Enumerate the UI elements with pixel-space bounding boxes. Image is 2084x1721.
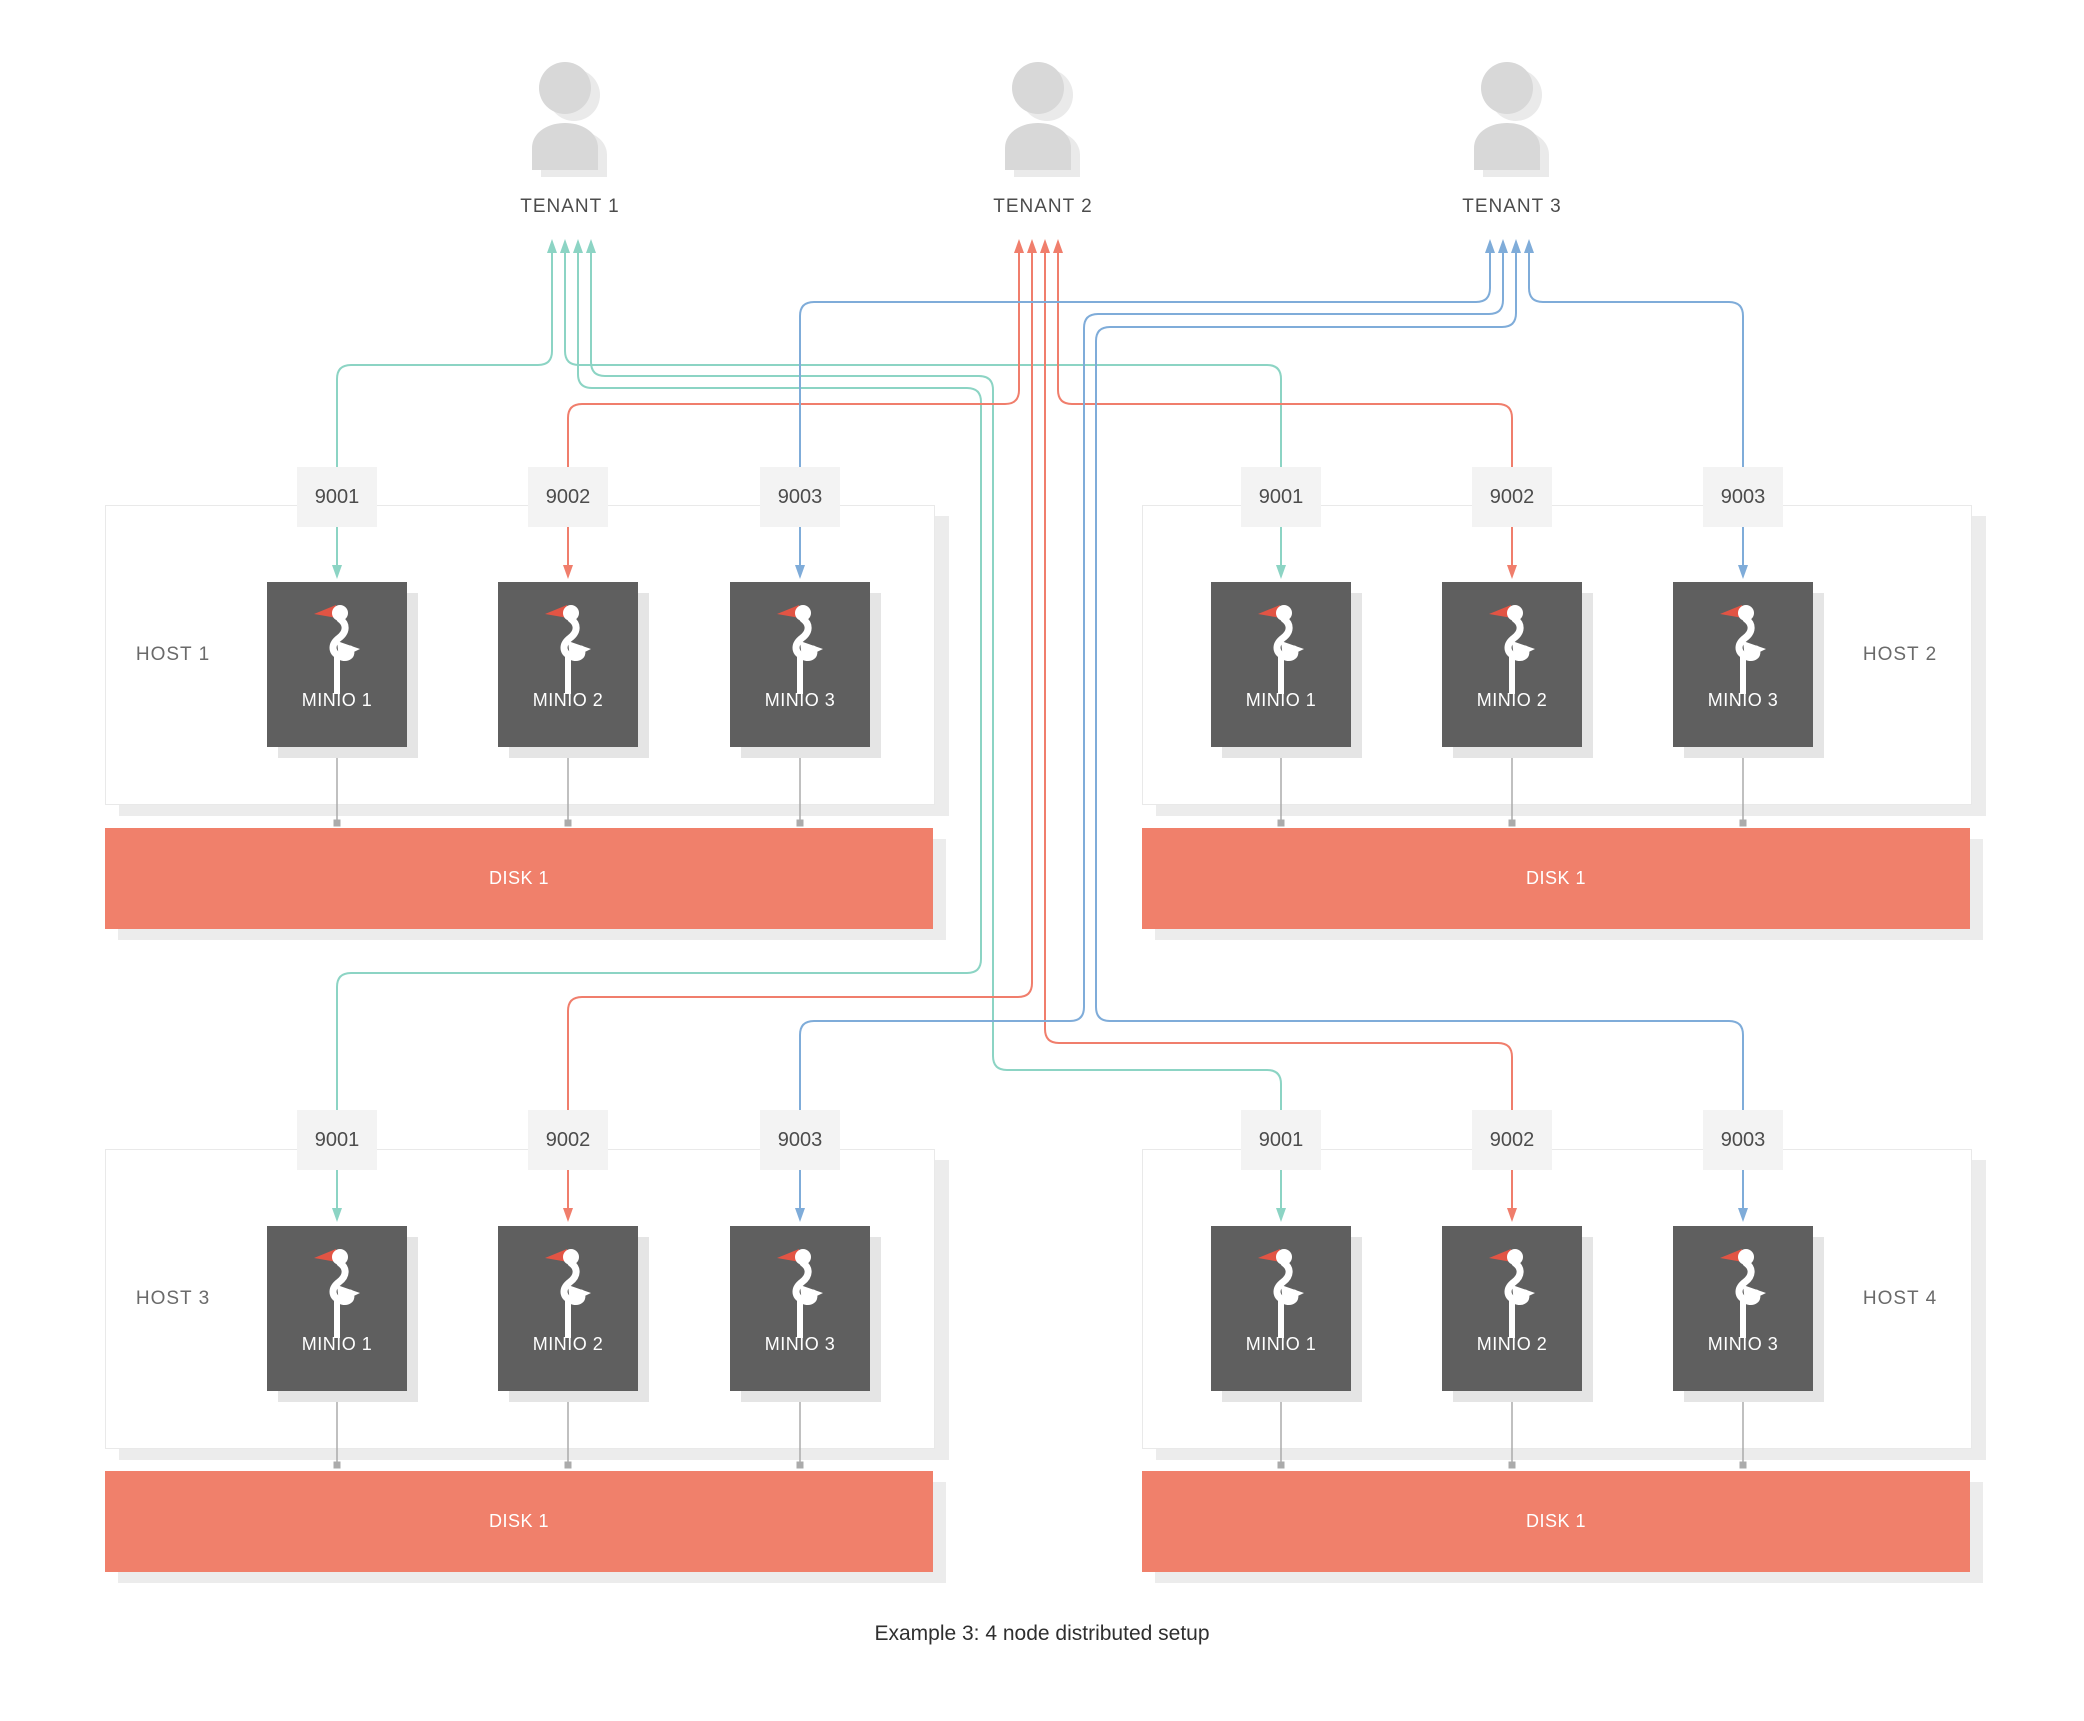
tenant3-route-lines [799,252,1744,1209]
host-1-port-9002: 9002 [528,467,608,527]
host4-minio-2-node: MINIO 2 [1442,1226,1582,1391]
diagram-caption: Example 3: 4 node distributed setup [874,1622,1210,1645]
minio-logo-icon [777,605,823,694]
host-1-disk: DISK 1 [105,828,933,929]
host1-minio-2-node: MINIO 2 [498,582,638,747]
minio-node-label: MINIO 2 [532,1334,604,1354]
host-1-port-9003: 9003 [760,467,840,527]
host-2-disk: DISK 1 [1142,828,1970,929]
host-4-label: HOST 4 [1862,1288,1938,1309]
host4-minio-3-node: MINIO 3 [1673,1226,1813,1391]
minio-logo-icon [545,1249,591,1338]
minio-logo-icon [1489,1249,1535,1338]
minio-logo-icon [1258,605,1304,694]
host-2-label: HOST 2 [1862,644,1938,665]
host-2-port-9002: 9002 [1472,467,1552,527]
minio-node-label: MINIO 1 [301,1334,373,1354]
host-3-port-9001: 9001 [297,1110,377,1170]
minio-logo-icon [777,1249,823,1338]
host3-minio-2-node: MINIO 2 [498,1226,638,1391]
host-4-port-9001: 9001 [1241,1110,1321,1170]
minio-logo-icon [1720,605,1766,694]
minio-node-label: MINIO 2 [1476,690,1548,710]
host-1-port-9001: 9001 [297,467,377,527]
minio-node-label: MINIO 3 [764,1334,836,1354]
tenant-arrowheads [547,239,1534,253]
host-3-disk: DISK 1 [105,1471,933,1572]
host-3-port-9002: 9002 [528,1110,608,1170]
minio-node-label: MINIO 1 [1245,1334,1317,1354]
host-2-port-9003: 9003 [1703,467,1783,527]
host-4-port-9003: 9003 [1703,1110,1783,1170]
host-3-port-9003: 9003 [760,1110,840,1170]
minio-logo-icon [1489,605,1535,694]
tenant1-route-lines [336,252,1282,1209]
tenant-1-user-icon [532,62,607,177]
minio-arrowheads-row2 [332,1208,1748,1222]
host-4-disk: DISK 1 [1142,1471,1970,1572]
tenant2-route-lines [567,252,1513,1209]
host2-minio-3-node: MINIO 3 [1673,582,1813,747]
minio-node-label: MINIO 3 [1707,1334,1779,1354]
host1-minio-3-node: MINIO 3 [730,582,870,747]
host3-minio-3-node: MINIO 3 [730,1226,870,1391]
host2-minio-2-node: MINIO 2 [1442,582,1582,747]
minio-logo-icon [314,1249,360,1338]
minio-node-label: MINIO 2 [532,690,604,710]
host-1-label: HOST 1 [135,644,211,665]
host2-minio-1-node: MINIO 1 [1211,582,1351,747]
minio-node-label: MINIO 2 [1476,1334,1548,1354]
minio-node-label: MINIO 3 [764,690,836,710]
tenant-2-user-icon [1005,62,1080,177]
minio-logo-icon [1258,1249,1304,1338]
host-3-label: HOST 3 [135,1288,211,1309]
tenant-2-label: TENANT 2 [993,196,1093,217]
host1-minio-1-node: MINIO 1 [267,582,407,747]
host-4-port-9002: 9002 [1472,1110,1552,1170]
host4-minio-1-node: MINIO 1 [1211,1226,1351,1391]
tenant-3-label: TENANT 3 [1462,196,1562,217]
minio-node-label: MINIO 1 [301,690,373,710]
minio-logo-icon [1720,1249,1766,1338]
minio-arrowheads-row1 [332,565,1748,579]
minio-node-label: MINIO 3 [1707,690,1779,710]
minio-disk-connectors [333,744,1747,1469]
tenant-1-label: TENANT 1 [520,196,620,217]
minio-node-label: MINIO 1 [1245,690,1317,710]
minio-logo-icon [314,605,360,694]
host-2-port-9001: 9001 [1241,467,1321,527]
host3-minio-1-node: MINIO 1 [267,1226,407,1391]
minio-logo-icon [545,605,591,694]
tenant-3-user-icon [1474,62,1549,177]
